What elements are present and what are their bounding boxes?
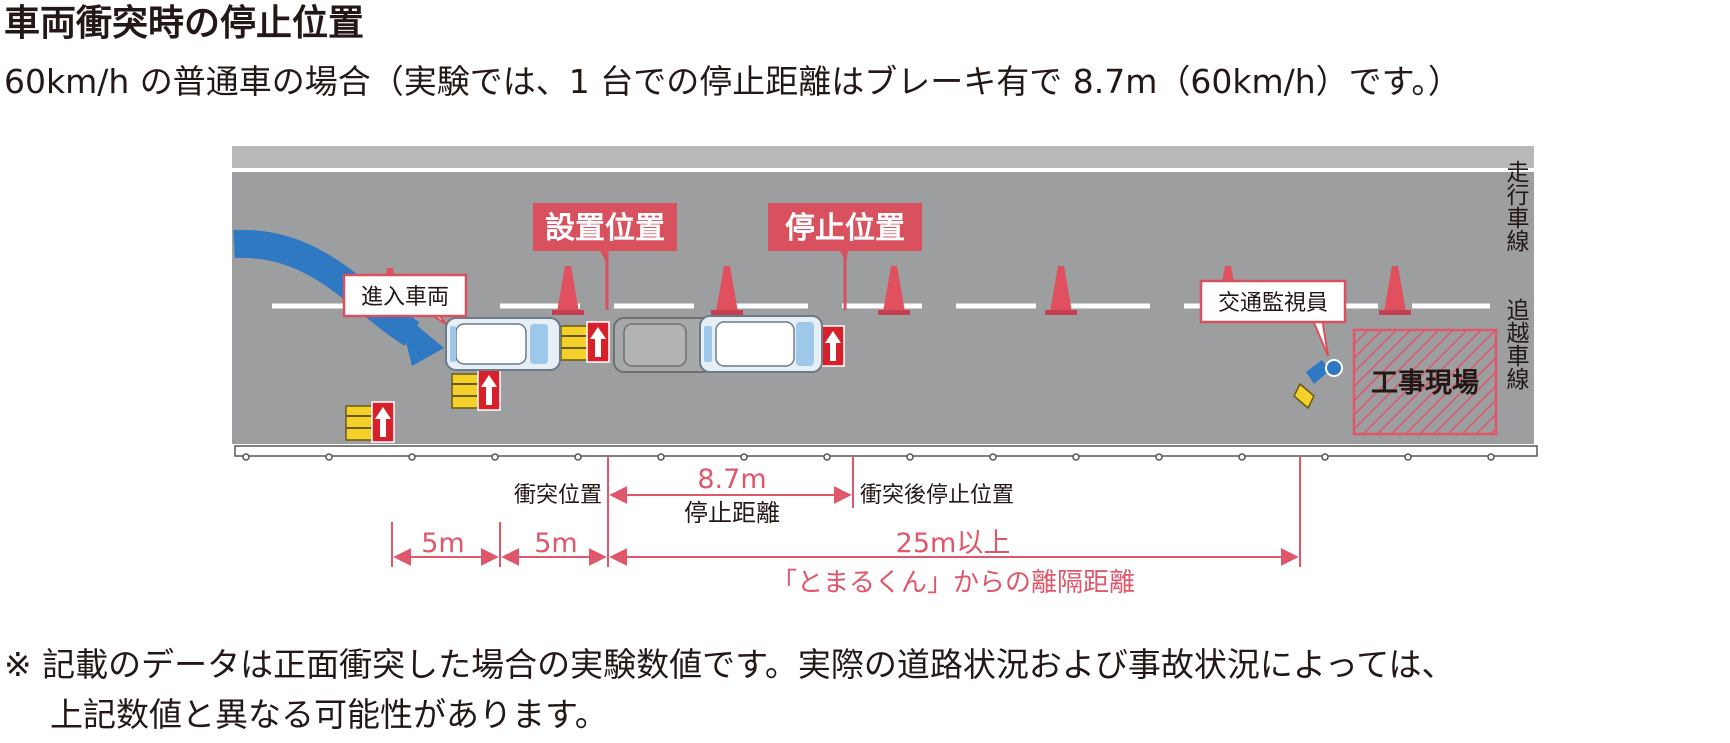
tomarukun-barrier-icon xyxy=(821,325,845,367)
stopped-car-icon xyxy=(699,315,823,373)
entering-arrow-icon xyxy=(233,229,420,346)
guard-rail xyxy=(234,445,1538,457)
traffic-watcher-callout: 交通監視員 xyxy=(1199,279,1347,357)
cone-icon xyxy=(1379,266,1411,315)
tomarukun-barrier-icon xyxy=(560,321,610,363)
stop-distance-label: 停止距離 xyxy=(684,499,780,527)
driving-lane-label: 走行車線 xyxy=(1502,160,1530,252)
entering-vehicle-label: 進入車両 xyxy=(361,285,449,310)
road-shoulder-top xyxy=(232,146,1534,168)
entering-arrow-head xyxy=(398,310,444,366)
footnote-line-2: 上記数値と異なる可能性があります。 xyxy=(50,695,608,734)
page-title: 車両衝突時の停止位置 xyxy=(4,3,365,44)
cone-icon xyxy=(878,266,910,315)
distance-5m-b-label: 5m xyxy=(534,528,577,559)
guard-rail-posts xyxy=(242,453,1495,461)
tomarukun-barrier-icon xyxy=(451,369,501,411)
footnote: ※ 記載のデータは正面衝突した場合の実験数値です。実際の道路状況および事故状況に… xyxy=(4,640,1455,740)
entering-vehicle-callout: 進入車両 xyxy=(342,273,468,325)
post-collision-stop-label: 衝突後停止位置 xyxy=(860,483,1014,508)
tomarukun-barrier-icon xyxy=(345,401,395,443)
stop-position-callout: 停止位置 xyxy=(768,203,922,262)
install-position-callout: 設置位置 xyxy=(533,203,677,262)
page-subtitle: 60km/h の普通車の場合（実験では、1 台での停止距離はブレーキ有で 8.7… xyxy=(4,62,1461,101)
distance-25m-label: 25m以上 xyxy=(896,528,1011,559)
construction-site-area: 工事現場 xyxy=(1352,328,1498,436)
separation-distance-label: 「とまるくん」からの離隔距離 xyxy=(771,568,1135,598)
stop-position-label: 停止位置 xyxy=(785,211,905,246)
distance-5m-a-label: 5m xyxy=(421,528,464,559)
traffic-watcher-icon xyxy=(1293,359,1343,410)
collision-position-label: 衝突位置 xyxy=(514,483,602,508)
ghost-car-icon xyxy=(613,317,715,373)
traffic-watcher-label: 交通監視員 xyxy=(1218,291,1328,316)
cone-icon xyxy=(711,266,743,315)
footnote-line-1: ※ 記載のデータは正面衝突した場合の実験数値です。実際の道路状況および事故状況に… xyxy=(4,645,1455,684)
passing-lane-label: 追越車線 xyxy=(1502,298,1530,390)
cone-icon xyxy=(1045,266,1077,315)
cone-icon xyxy=(552,266,584,315)
distance-87-label: 8.7m xyxy=(697,464,766,495)
entering-car-icon xyxy=(445,317,561,371)
install-position-label: 設置位置 xyxy=(545,211,665,246)
construction-site-label: 工事現場 xyxy=(1371,368,1479,399)
